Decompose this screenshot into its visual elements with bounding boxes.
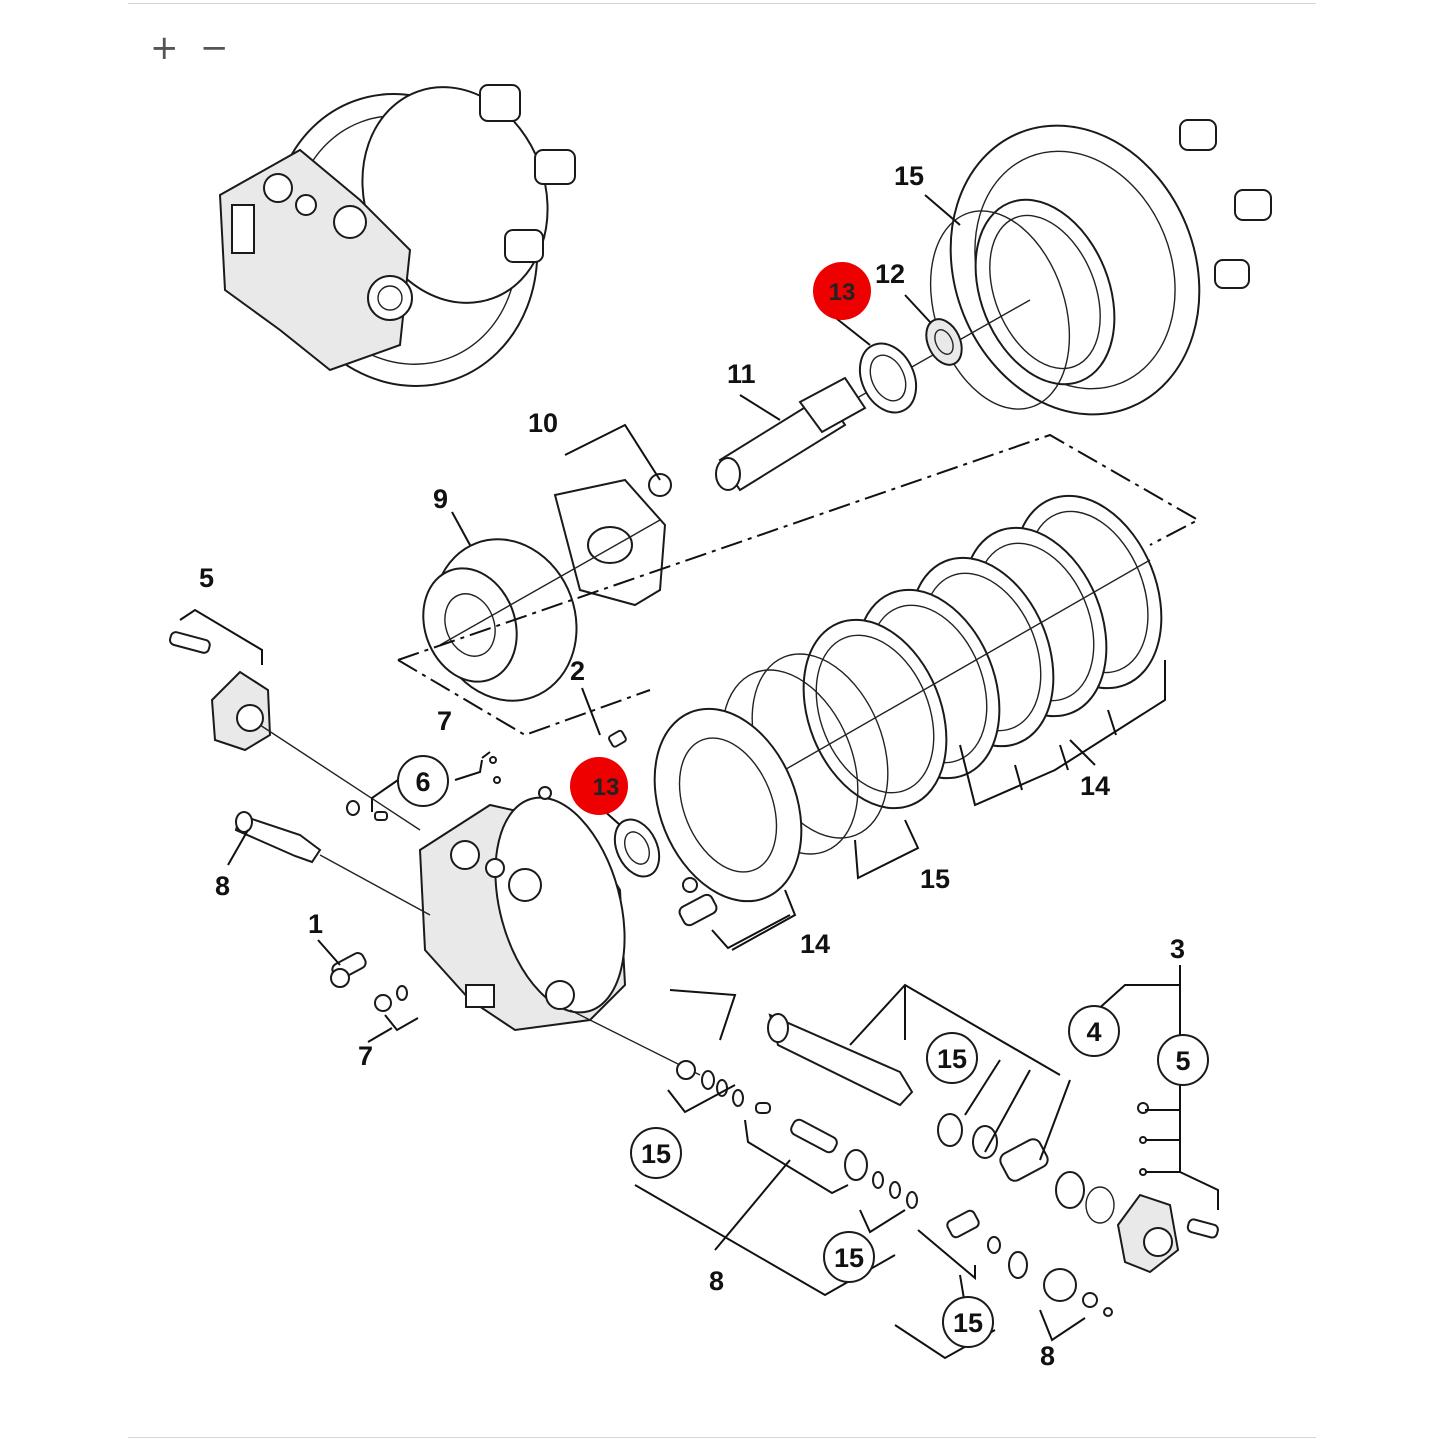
bearing-part-13-upper: [858, 342, 918, 414]
cover-part-5-left: [168, 631, 272, 752]
callout-15-middle-text: 15: [834, 1243, 864, 1273]
highlight-13-lower[interactable]: 13: [570, 757, 628, 815]
label-14-upper: 14: [1080, 771, 1110, 801]
label-1: 1: [308, 909, 323, 939]
highlight-13-upper[interactable]: 13: [813, 262, 871, 320]
label-11: 11: [727, 359, 756, 389]
label-14-lower: 14: [800, 929, 830, 959]
screw-part-1: [330, 952, 367, 988]
housing-assembly-view: [929, 119, 1272, 416]
label-10: 10: [528, 408, 558, 438]
clutch-plates-stack: [721, 494, 1163, 855]
motor-block-body: [418, 796, 627, 1032]
label-15-plates: 15: [920, 864, 950, 894]
label-3: 3: [1170, 934, 1185, 964]
assembled-motor-view: [218, 84, 576, 388]
callout-5-right: 5: [1157, 1034, 1209, 1086]
piston-part-14: [653, 707, 803, 903]
label-7-top: 7: [437, 706, 452, 736]
bearing-part-13-lower: [613, 818, 661, 878]
callout-5-right-text: 5: [1175, 1046, 1190, 1076]
callout-6-text: 6: [415, 767, 430, 797]
top-divider: [128, 3, 1316, 4]
spool-part-8-left: [234, 811, 322, 864]
label-15-top: 15: [894, 161, 924, 191]
highlight-13-upper-text: 13: [829, 279, 856, 306]
zoom-out-button[interactable]: −: [200, 28, 229, 68]
bottom-divider: [128, 1437, 1316, 1438]
shaft-part-11: [715, 376, 867, 492]
cover-part-3: [1116, 1102, 1219, 1274]
spool-assembly: [767, 1013, 1115, 1224]
seals-row: [676, 1060, 1113, 1317]
callout-15-left: 15: [630, 1127, 682, 1179]
label-12: 12: [875, 259, 905, 289]
label-8-bottom: 8: [709, 1266, 724, 1296]
small-parts-6-7: [346, 729, 698, 893]
seal-part-12: [925, 318, 963, 366]
callout-15-bottom-text: 15: [953, 1308, 983, 1338]
washers-part-7: [374, 985, 408, 1012]
callout-4-text: 4: [1086, 1017, 1101, 1047]
label-7-bottom: 7: [358, 1041, 373, 1071]
callout-4: 4: [1068, 1005, 1120, 1057]
label-5-top: 5: [199, 563, 214, 593]
callout-6: 6: [397, 755, 449, 807]
label-9: 9: [433, 484, 448, 514]
highlight-13-lower-text: 13: [593, 774, 620, 801]
callout-15-left-text: 15: [641, 1139, 671, 1169]
planetary-carrier-part-9: [422, 538, 578, 702]
zoom-in-button[interactable]: +: [150, 28, 179, 68]
callout-15-middle: 15: [823, 1231, 875, 1283]
plate-part-10: [553, 473, 672, 607]
callout-15-spool: 15: [926, 1032, 978, 1084]
label-8-left: 8: [215, 871, 230, 901]
callout-15-bottom: 15: [942, 1296, 994, 1348]
label-8-right: 8: [1040, 1341, 1055, 1371]
callout-15-spool-text: 15: [937, 1044, 967, 1074]
springs: [678, 893, 1049, 1239]
label-2: 2: [570, 656, 585, 686]
